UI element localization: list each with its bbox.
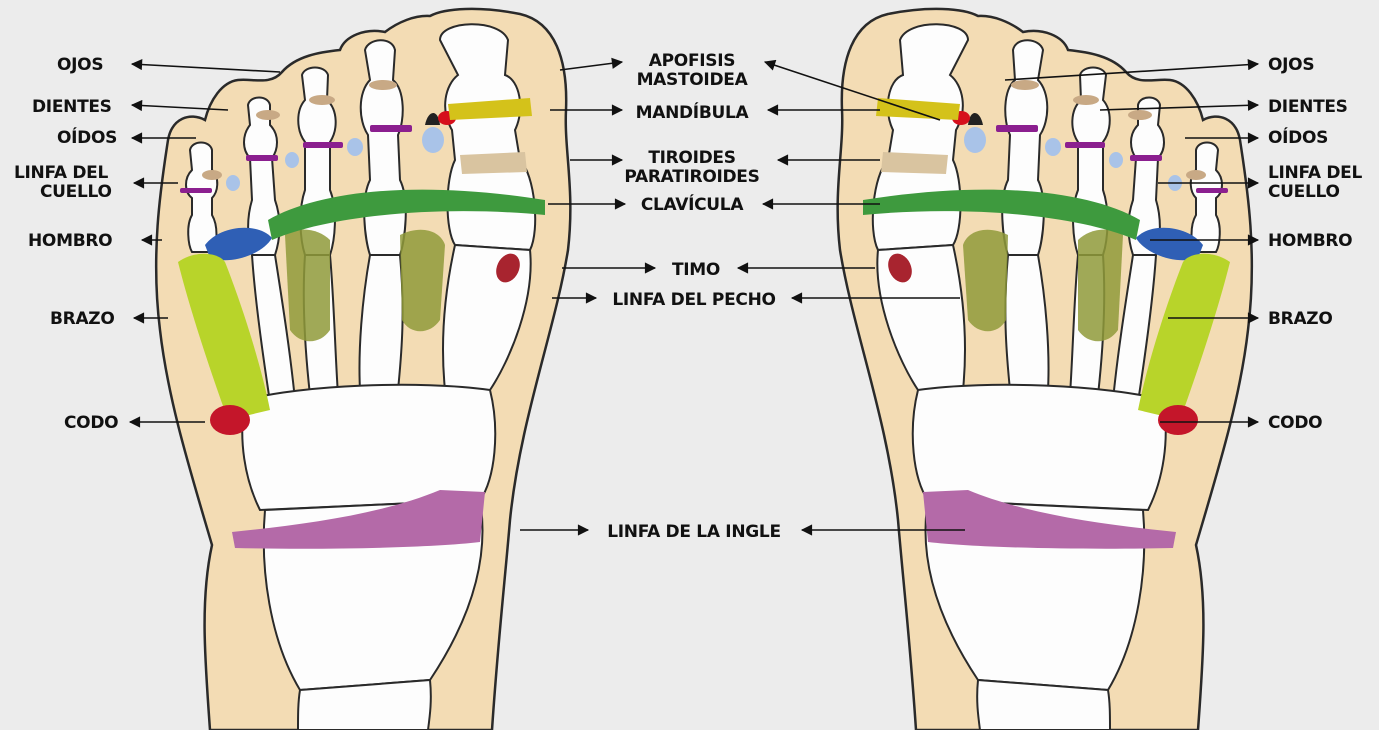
label-oidos-right: OÍDOS [1268,126,1328,148]
label-ojos-right: OJOS [1268,55,1314,75]
left-chest-lymph-zone [285,230,330,342]
label-clavicula: CLAVÍCULA [641,193,745,215]
label-linfa-cuello-left-1: LINFA DEL [14,163,108,183]
label-tiroides-1: TIROIDES [648,148,735,168]
label-codo-right: CODO [1268,413,1322,433]
label-linfa-pecho: LINFA DEL PECHO [612,290,775,310]
label-tiroides-2: PARATIROIDES [624,167,759,187]
label-ojos-left: OJOS [57,55,103,75]
left-foot [156,9,570,730]
label-linfa-cuello-right-2: CUELLO [1268,182,1340,202]
label-apofisis-2: MASTOIDEA [637,70,749,90]
label-dientes-right: DIENTES [1268,97,1348,117]
label-linfa-cuello-left-2: CUELLO [40,182,112,202]
label-brazo-right: BRAZO [1268,309,1332,329]
label-apofisis-1: APOFISIS [649,51,735,71]
label-hombro-right: HOMBRO [1268,231,1352,251]
label-linfa-cuello-right-1: LINFA DEL [1268,163,1362,183]
left-ear-zone [226,175,240,191]
label-oidos-left: OÍDOS [57,126,117,148]
left-thyroid-zone [460,152,527,174]
label-brazo-left: BRAZO [50,309,114,329]
label-codo-left: CODO [64,413,118,433]
label-timo: TIMO [672,260,720,280]
right-foot [838,9,1252,730]
label-mandibula: MANDÍBULA [636,101,750,123]
label-dientes-left: DIENTES [32,97,112,117]
left-elbow-zone [210,405,250,435]
label-hombro-left: HOMBRO [28,231,112,251]
label-linfa-ingle: LINFA DE LA INGLE [607,522,781,542]
